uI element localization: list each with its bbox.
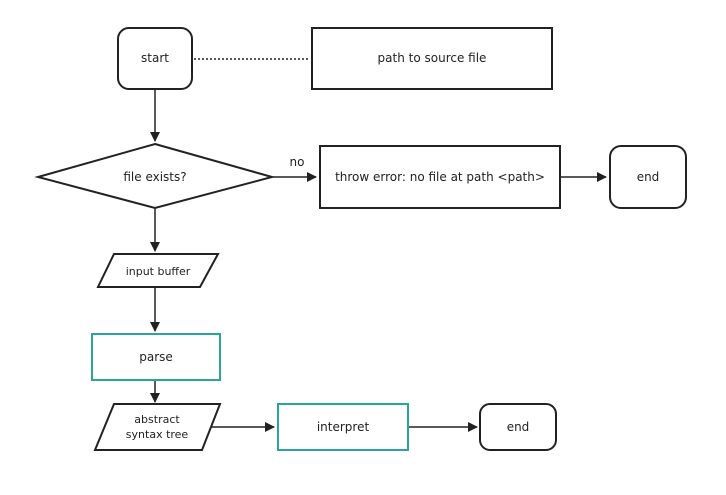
- interpret-node: interpret: [277, 403, 409, 451]
- file-exists-label: file exists?: [123, 170, 186, 184]
- interpret-label: interpret: [317, 420, 370, 434]
- path-note-node: path to source file: [311, 27, 553, 90]
- input-buffer-label: input buffer: [126, 265, 191, 278]
- parse-node: parse: [91, 333, 221, 381]
- file-exists-decision: file exists?: [34, 142, 276, 210]
- start-node: start: [117, 27, 193, 90]
- end-error-label: end: [637, 170, 660, 184]
- input-buffer-node: input buffer: [96, 253, 220, 288]
- ast-node: abstract syntax tree: [93, 403, 222, 451]
- ast-label-line2: syntax tree: [126, 428, 189, 441]
- throw-error-node: throw error: no file at path <path>: [319, 145, 561, 209]
- end-final-label: end: [507, 420, 530, 434]
- path-note-label: path to source file: [378, 51, 487, 65]
- end-error-node: end: [609, 145, 687, 209]
- throw-error-label: throw error: no file at path <path>: [335, 170, 545, 184]
- parse-label: parse: [139, 350, 173, 364]
- start-label: start: [141, 51, 169, 65]
- no-edge-label: no: [290, 155, 305, 169]
- end-final-node: end: [479, 403, 557, 451]
- ast-label-line1: abstract: [134, 413, 180, 426]
